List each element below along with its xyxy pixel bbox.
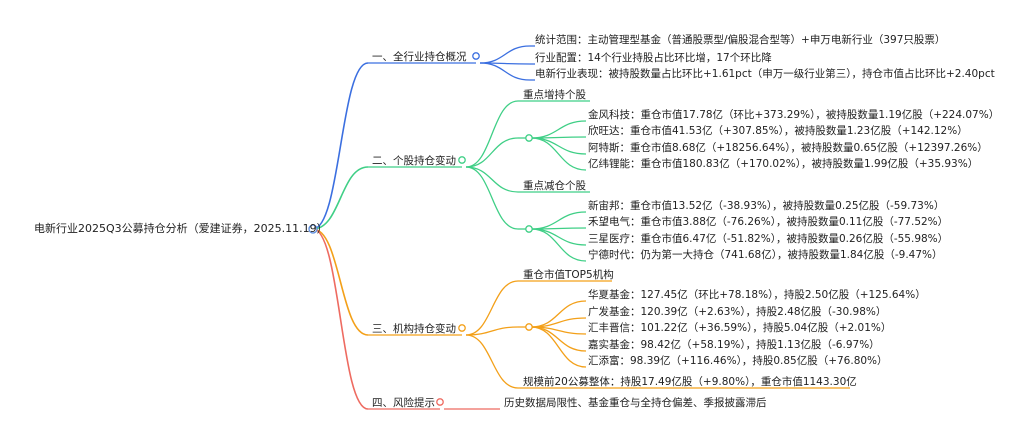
group-title-increase: 重点增持个股 [523, 89, 586, 101]
top5-item-3: 汇丰晋信：101.22亿（+36.59%），持股5.04亿股（+2.01%） [588, 322, 892, 334]
increase-item-1: 金风科技：重仓市值17.78亿（环比+373.29%），被持股数量1.19亿股（… [588, 109, 1000, 121]
branch-label-risk: 四、风险提示 [372, 397, 435, 409]
top5-item-1: 华夏基金：127.45亿（环比+78.18%），持股2.50亿股（+125.64… [588, 289, 926, 301]
decrease-item-3: 三星医疗：重仓市值6.47亿（-51.82%），被持股数量0.26亿股（-55.… [588, 233, 949, 245]
decrease-item-1: 新宙邦：重仓市值13.52亿（-38.93%），被持股数量0.25亿股（-59.… [588, 200, 945, 212]
edge-decrease-item-3 [530, 228, 587, 246]
edge-root-risk [312, 228, 369, 410]
top5-group-node-dot[interactable] [525, 323, 533, 331]
edge-stocks-decrease-group [465, 166, 519, 230]
risk-node-dot[interactable] [436, 398, 444, 406]
top5-item-5: 汇添富：98.39亿（+116.46%），持股0.85亿股（+76.80%） [588, 355, 888, 367]
edge-increase-item-1 [530, 120, 587, 139]
edge-stocks-increase-title [465, 100, 519, 168]
overview-item-performance: 电新行业表现：被持股数量占比环比+1.61pct（申万一级行业第三），持仓市值占… [535, 68, 995, 80]
overview-item-scope: 统计范围：主动管理型基金（普通股票型/偏股混合型等）+申万电新行业（397只股票… [535, 34, 946, 46]
stocks-node-dot[interactable] [458, 156, 466, 164]
edge-stocks-decrease-title [465, 166, 519, 193]
risk-item: 历史数据局限性、基金重仓与全持仓偏差、季报披露滞后 [504, 397, 767, 409]
increase-item-2: 欣旺达：重仓市值41.53亿（+307.85%），被持股数量1.23亿股（+14… [588, 125, 968, 137]
edge-overview-item-1 [479, 45, 531, 64]
edge-increase-item-4 [530, 137, 587, 171]
edge-institutions-top20 [465, 334, 519, 389]
increase-item-3: 阿特斯：重仓市值8.68亿（+18256.64%），被持股数量0.65亿股（+1… [588, 142, 988, 154]
edge-stocks-increase-group [465, 137, 519, 168]
edge-top5-item-5 [530, 326, 587, 368]
increase-group-node-dot[interactable] [525, 134, 533, 142]
edge-root-stocks [312, 166, 369, 230]
top5-item-2: 广发基金：120.39亿（+2.63%），持股2.48亿股（-30.98%） [588, 306, 887, 318]
edge-increase-item-3 [530, 137, 587, 155]
edge-decrease-item-4 [530, 228, 587, 262]
decrease-item-4: 宁德时代：仍为第一大持仓（741.68亿），被持股数量1.84亿股（-9.47%… [588, 249, 943, 261]
top5-item-4: 嘉实基金：98.42亿（+58.19%），持股1.13亿股（-6.97%） [588, 339, 880, 351]
increase-item-4: 亿纬锂能：重仓市值180.83亿（+170.02%），被持股数量1.99亿股（+… [588, 158, 979, 170]
edge-institutions-top5-title [465, 280, 519, 336]
mindmap-nodes [308, 52, 533, 406]
branch-label-institutions: 三、机构持仓变动 [372, 323, 456, 335]
branch-label-stocks: 二、个股持仓变动 [372, 155, 456, 167]
institutions-item-top20: 规模前20公募整体：持股17.49亿股（+9.80%），重仓市值1143.30亿 [523, 376, 857, 388]
group-title-top5: 重仓市值TOP5机构 [523, 269, 614, 281]
overview-item-allocation: 行业配置：14个行业持股占比环比增，17个环比降 [535, 52, 772, 64]
branch-label-overview: 一、全行业持仓概况 [372, 51, 467, 63]
edge-root-overview [312, 62, 369, 230]
decrease-group-node-dot[interactable] [525, 225, 533, 233]
edge-decrease-item-1 [530, 211, 587, 230]
group-title-decrease: 重点减仓个股 [523, 180, 586, 192]
institutions-node-dot[interactable] [458, 324, 466, 332]
root-node-dot[interactable] [308, 224, 318, 234]
root-node-label: 电新行业2025Q3公募持仓分析（爱建证券，2025.11.19） [34, 222, 328, 235]
edge-root-institutions [312, 228, 369, 336]
overview-node-dot[interactable] [472, 52, 480, 60]
edge-overview-item-3 [479, 62, 531, 81]
mindmap-edges [312, 45, 850, 410]
decrease-item-2: 禾望电气：重仓市值3.88亿（-76.26%），被持股数量0.11亿股（-77.… [588, 216, 949, 228]
edge-institutions-top5-group [465, 326, 519, 336]
